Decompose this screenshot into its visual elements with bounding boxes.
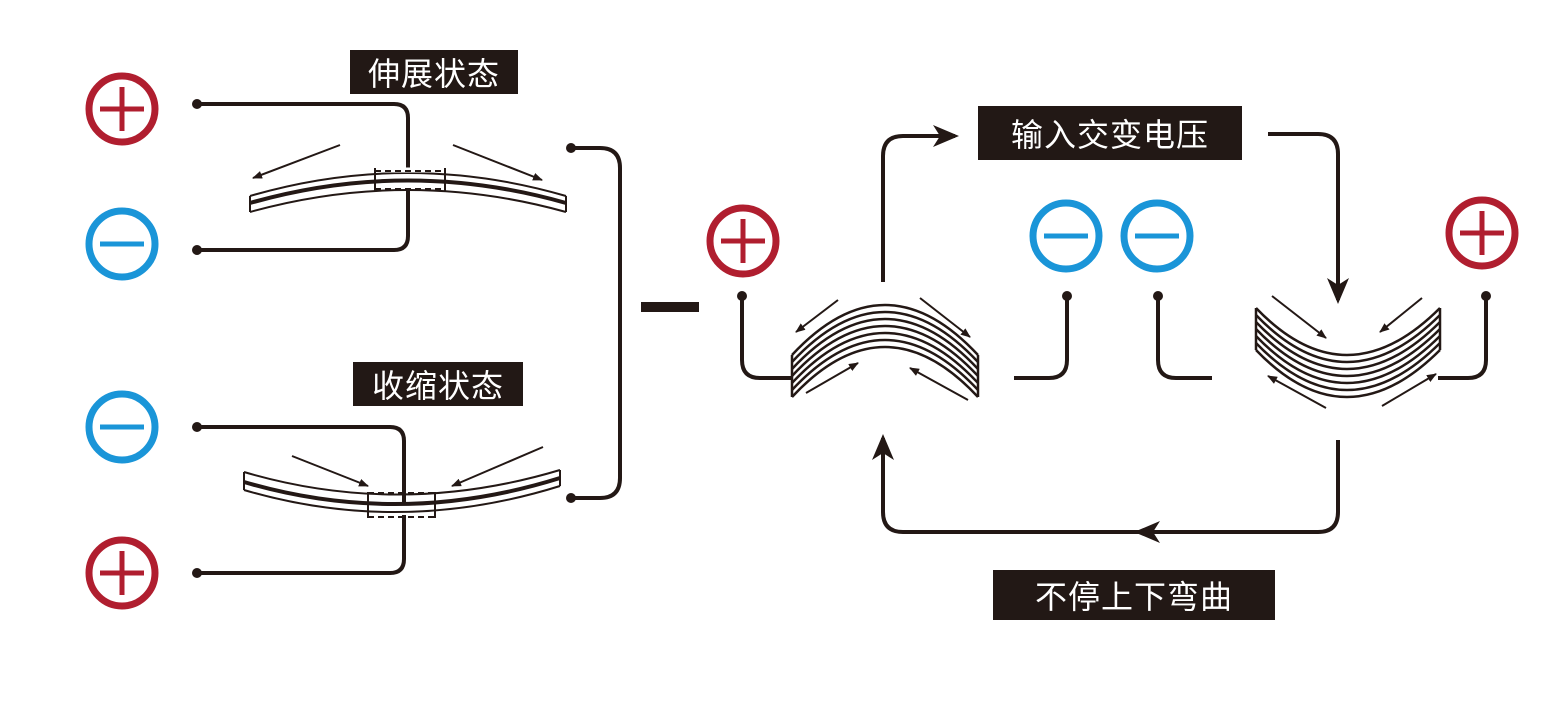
down-bend-wires <box>1153 291 1491 380</box>
minus-circle-icon <box>1029 199 1103 273</box>
extend-arrow-left <box>252 144 341 179</box>
up-bend-layer-stack <box>790 303 980 398</box>
up-bend-force-arrows <box>795 297 971 401</box>
minus-circle-icon <box>1120 199 1194 273</box>
plus-circle-icon <box>85 72 159 146</box>
up-bend-wires <box>737 291 1072 380</box>
contracted-bimorph-strip <box>243 469 561 518</box>
plus-circle-icon <box>85 536 159 610</box>
minus-circle-icon <box>85 390 159 464</box>
contract-state-label: 收缩状态 <box>353 362 523 406</box>
contracted-state-group <box>85 390 561 610</box>
extended-bimorph-strip <box>249 167 567 213</box>
down-bend-layer-stack <box>1254 307 1442 399</box>
extend-arrow-right <box>452 144 543 181</box>
input-ac-voltage-label: 输入交变电压 <box>978 106 1242 160</box>
contract-arrow-left <box>291 455 369 487</box>
extended-wires <box>192 99 410 255</box>
plus-circle-icon <box>1445 196 1519 270</box>
extended-state-group <box>85 72 567 281</box>
down-bend-force-arrows <box>1267 295 1437 409</box>
extend-state-label: 伸展状态 <box>350 50 518 94</box>
states-bracket <box>566 143 622 503</box>
plus-circle-icon <box>706 204 780 278</box>
dash-separator <box>641 302 699 312</box>
minus-circle-icon <box>85 207 159 281</box>
cycle-flow-arrows <box>872 125 1349 543</box>
contracted-wires <box>192 422 406 578</box>
continuous-bending-label: 不停上下弯曲 <box>993 570 1275 620</box>
contract-arrow-right <box>451 446 544 487</box>
